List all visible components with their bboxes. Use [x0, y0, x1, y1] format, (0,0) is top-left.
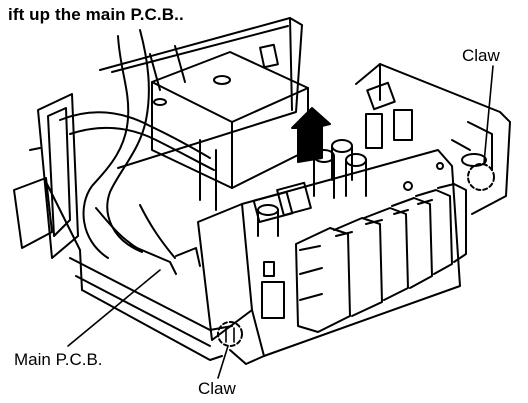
claw-bottom-leader — [217, 345, 229, 379]
left-bracket — [13, 93, 83, 291]
claw-bottom-marker — [217, 321, 243, 347]
lift-up-arrow — [291, 107, 331, 163]
main-pcb-leader — [67, 269, 161, 347]
heat-sink — [295, 183, 467, 333]
instruction-text: ift up the main P.C.B.. — [8, 5, 184, 24]
claw-label-top: Claw — [462, 46, 500, 65]
claw-label-bottom: Claw — [198, 379, 236, 398]
main-pcb-board — [197, 149, 461, 365]
claw-top-leader — [483, 65, 494, 164]
claw-top-marker — [467, 163, 495, 191]
transformer-block — [151, 51, 309, 211]
right-side-panel — [355, 63, 511, 215]
ribbon-cables — [59, 29, 215, 259]
rear-chassis-panel — [99, 17, 303, 169]
main-pcb-label: Main P.C.B. — [14, 350, 103, 369]
